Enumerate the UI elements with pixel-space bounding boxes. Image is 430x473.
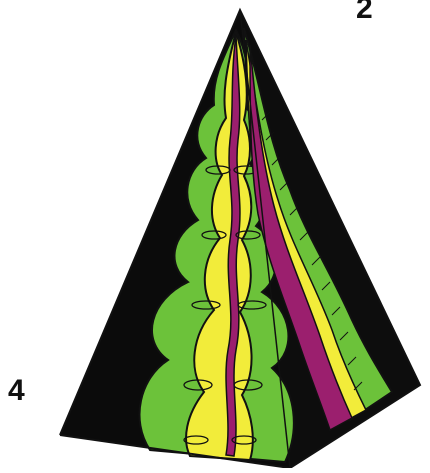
label-2: 2 bbox=[356, 0, 373, 24]
label-4: 4 bbox=[8, 376, 25, 406]
